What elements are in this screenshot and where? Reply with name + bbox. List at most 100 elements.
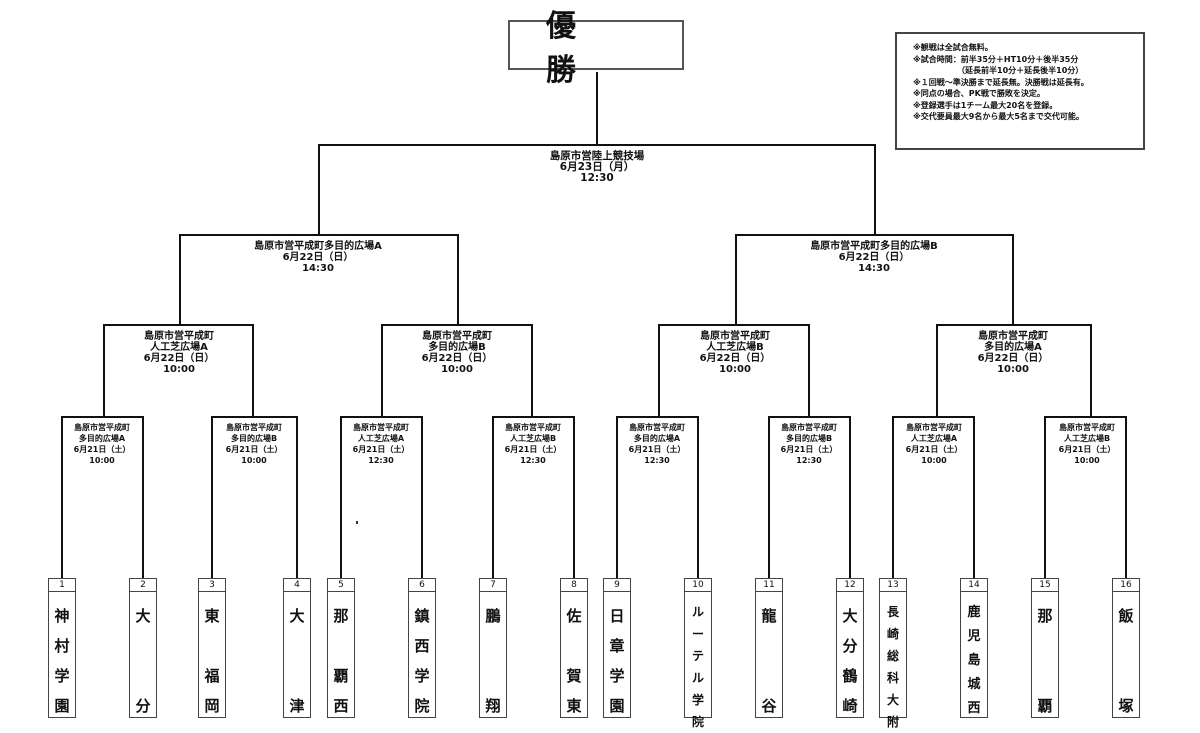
round1-match-3-label: 島原市営平成町 人工芝広場A 6月21日（土） 12:30	[353, 422, 410, 466]
bracket-line	[697, 416, 699, 578]
bracket-line	[768, 416, 770, 578]
date: 6月22日（日）	[838, 252, 910, 263]
team-name-char: 大	[842, 607, 858, 625]
team-name-char: 大	[135, 607, 151, 625]
bracket-line	[340, 416, 342, 578]
date: 6月21日（土）	[225, 445, 283, 454]
note-line: ※同点の場合、PK戦で勝敗を決定。	[913, 89, 1045, 98]
scan-artifact	[356, 521, 358, 524]
team-seed-number: 2	[130, 579, 156, 592]
time: 10:00	[921, 456, 947, 465]
date: 6月21日（土）	[73, 445, 131, 454]
team-name: 大津	[284, 592, 310, 721]
round1-match-5-label: 島原市営平成町 多目的広場A 6月21日（土） 12:30	[629, 422, 686, 466]
team-name: 東福岡	[199, 592, 225, 721]
bracket-line	[296, 416, 298, 578]
team-seed-number: 9	[604, 579, 630, 592]
team-name-char: 大	[886, 693, 899, 707]
team-name-char: 鹿	[967, 605, 981, 620]
date: 6月21日（土）	[780, 445, 838, 454]
bracket-line	[936, 324, 938, 417]
venue: 島原市営平成町	[144, 331, 214, 342]
bracket-line	[421, 416, 423, 578]
team-seed-number: 6	[409, 579, 435, 592]
bracket-line	[1044, 416, 1127, 418]
team-name-char: 園	[609, 697, 625, 715]
bracket-line	[658, 324, 810, 326]
bracket-line	[596, 72, 598, 145]
team-name-char: テ	[691, 649, 704, 663]
team-name: 龍谷	[756, 592, 782, 721]
team-name-char: 章	[609, 637, 625, 655]
note-line: ※交代要員最大9名から最大5名まで交代可能。	[913, 112, 1084, 121]
bracket-line	[573, 416, 575, 578]
time: 10:00	[1074, 456, 1100, 465]
team-name: 長崎総科大附	[880, 592, 906, 733]
team-seed-number: 7	[480, 579, 506, 592]
bracket-line	[492, 416, 575, 418]
round1-match-4-label: 島原市営平成町 人工芝広場B 6月21日（土） 12:30	[505, 422, 562, 466]
bracket-line	[381, 324, 533, 326]
date: 6月21日（土）	[1058, 445, 1116, 454]
semifinal-1-label: 島原市営平成町多目的広場A 6月22日（日） 14:30	[254, 241, 382, 274]
team-name-char: 学	[609, 667, 625, 685]
team-name: 那覇	[1032, 592, 1058, 721]
semifinal-2-label: 島原市営平成町多目的広場B 6月22日（日） 14:30	[810, 241, 938, 274]
venue: 島原市営陸上競技場	[549, 150, 645, 162]
team-name-char: 飯	[1118, 607, 1134, 625]
venue-field: 人工芝広場A	[150, 342, 208, 353]
team-name-char: 東	[204, 607, 220, 625]
team-name: 神村学園	[49, 592, 75, 721]
team-name-char: 大	[289, 607, 305, 625]
round1-match-7-label: 島原市営平成町 人工芝広場A 6月21日（土） 10:00	[906, 422, 963, 466]
time: 12:30	[520, 456, 546, 465]
team-name-char: 那	[1037, 607, 1053, 625]
team-name-char: 賀	[566, 667, 582, 685]
venue-field: 人工芝広場B	[509, 434, 557, 443]
bracket-line	[892, 416, 975, 418]
team-name-char: 覇	[333, 667, 349, 685]
time: 12:30	[580, 172, 614, 184]
time: 14:30	[302, 263, 334, 274]
venue: 島原市営平成町	[504, 423, 561, 432]
venue-field: 人工芝広場A	[910, 434, 958, 443]
time: 10:00	[441, 364, 473, 375]
round1-match-2-label: 島原市営平成町 多目的広場B 6月21日（土） 10:00	[226, 422, 283, 466]
time: 12:30	[368, 456, 394, 465]
venue-field: 多目的広場A	[78, 434, 126, 443]
team-name-char: ル	[691, 671, 704, 685]
bracket-line	[61, 416, 63, 578]
venue-field: 多目的広場B	[230, 434, 278, 443]
team-seed-number: 13	[880, 579, 906, 592]
team-seed-number: 14	[961, 579, 987, 592]
note-line: ※登録選手は1チーム最大20名を登録。	[913, 100, 1058, 110]
team-name-char: 科	[886, 671, 899, 685]
team-name-char: 分	[842, 637, 858, 655]
team-name-char: 龍	[761, 607, 777, 625]
bracket-line	[658, 324, 660, 417]
rules-notes-box: ※観戦は全試合無料。 ※試合時間：前半35分＋HT10分＋後半35分 （延長前半…	[895, 32, 1145, 150]
team-name-char: 城	[967, 677, 981, 692]
quarterfinal-2-label: 島原市営平成町 多目的広場B 6月22日（日） 10:00	[422, 331, 493, 375]
bracket-line	[1125, 416, 1127, 578]
team-name: 大分	[130, 592, 156, 721]
date: 6月21日（土）	[352, 445, 410, 454]
bracket-line	[381, 324, 383, 417]
team-name-char: 鎮	[414, 607, 430, 625]
venue-field: 人工芝広場B	[706, 342, 764, 353]
team-name: 鎮西学院	[409, 592, 435, 721]
date: 6月22日（日）	[977, 353, 1049, 364]
team-seed-number: 5	[328, 579, 354, 592]
bracket-line	[103, 324, 105, 417]
bracket-line	[1012, 234, 1014, 326]
time: 10:00	[241, 456, 267, 465]
round1-match-8-label: 島原市営平成町 人工芝広場B 6月21日（土） 10:00	[1059, 422, 1116, 466]
team-seed-number: 12	[837, 579, 863, 592]
team-name-char: 東	[566, 697, 582, 715]
date: 6月21日（土）	[905, 445, 963, 454]
team-name-char: 西	[414, 637, 430, 655]
